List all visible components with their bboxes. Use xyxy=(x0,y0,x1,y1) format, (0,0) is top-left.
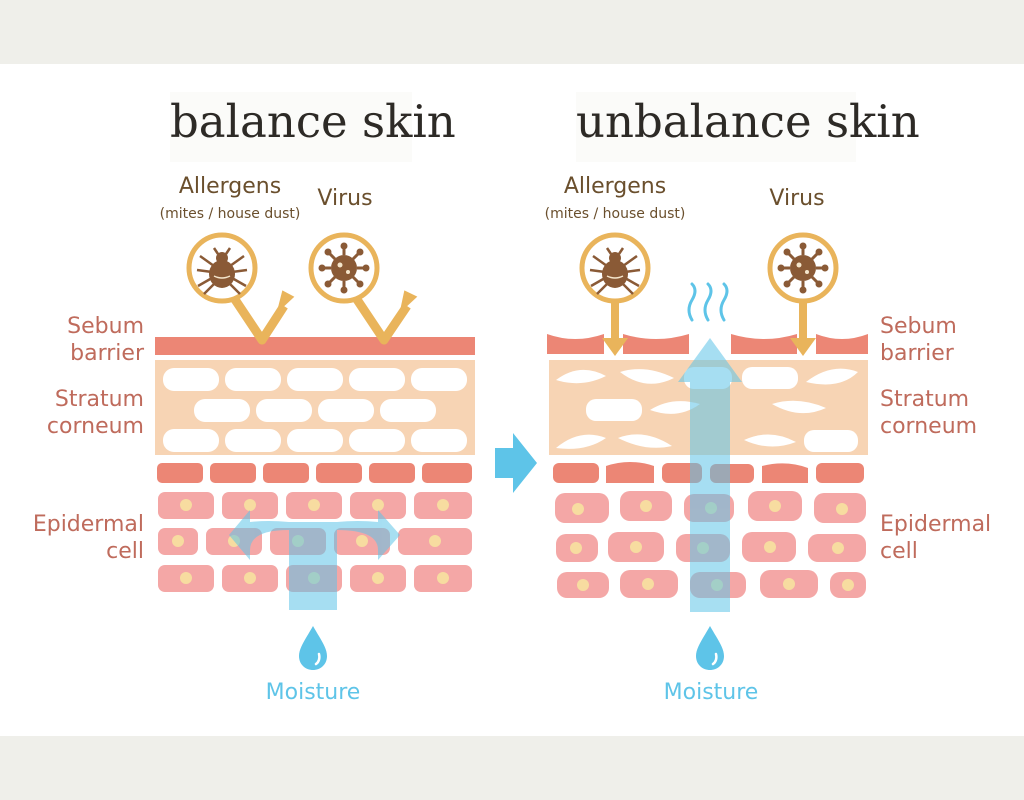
evaporation-icon xyxy=(687,282,729,322)
epidermal-cell-label-left: Epidermal cell xyxy=(32,512,144,564)
sebum-barrier-label-left: Sebum barrier xyxy=(67,314,144,366)
moisture-retained-arrow xyxy=(229,510,400,610)
virus-threat-right xyxy=(767,232,839,356)
balance-skin-diagram xyxy=(155,232,475,672)
unbalance-skin-diagram xyxy=(547,232,868,672)
broken-sebum-barrier xyxy=(547,334,868,354)
allergens-sublabel-left: (mites / house dust) xyxy=(159,206,301,222)
moisture-escape-arrow xyxy=(678,338,742,612)
allergens-sublabel-right: (mites / house dust) xyxy=(544,206,686,222)
sebum-barrier-label-right: Sebum barrier xyxy=(880,314,957,366)
transition-arrow-icon xyxy=(495,433,537,493)
allergen-threat-right xyxy=(579,232,651,356)
allergens-label-left: Allergens xyxy=(178,174,282,199)
moisture-drop-icon xyxy=(694,624,726,672)
moisture-drop-icon xyxy=(297,624,329,672)
virus-label-right: Virus xyxy=(769,186,825,211)
moisture-label-left: Moisture xyxy=(265,680,361,705)
stratum-corneum-label-left: Stratum corneum xyxy=(46,387,144,439)
moisture-label-right: Moisture xyxy=(663,680,759,705)
stratum-corneum-label-right: Stratum corneum xyxy=(880,387,978,439)
allergens-label-right: Allergens xyxy=(563,174,667,199)
unbalance-skin-title: unbalance skin xyxy=(576,92,920,162)
allergen-threat-left xyxy=(186,232,295,345)
balance-skin-title: balance skin xyxy=(170,92,456,162)
epidermal-cell-label-right: Epidermal cell xyxy=(880,512,992,564)
corneocytes xyxy=(163,368,467,452)
sebum-barrier-layer xyxy=(155,337,475,355)
virus-label-left: Virus xyxy=(317,186,373,211)
granular-layer xyxy=(157,463,472,483)
virus-threat-left xyxy=(308,232,418,345)
